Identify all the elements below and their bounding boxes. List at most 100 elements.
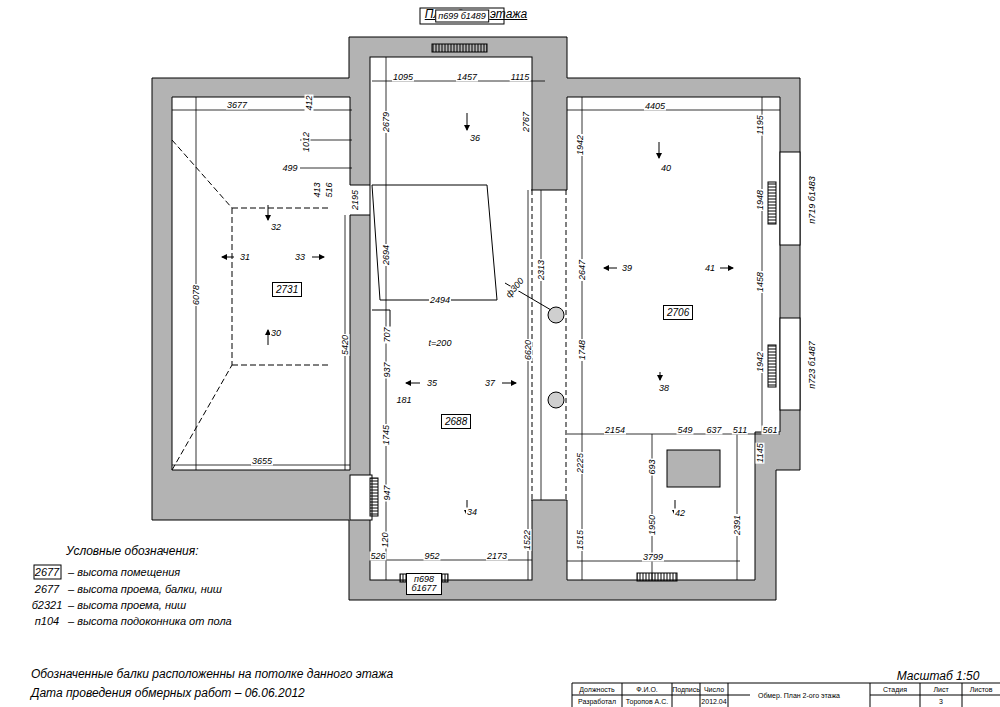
room-height: 2706 <box>667 307 689 318</box>
plan-line <box>870 695 1000 696</box>
room-height: 2731 <box>276 284 298 295</box>
dimension-text: 1458 <box>756 271 765 293</box>
label-text: 2173 <box>486 552 508 561</box>
label-text: 1457 <box>456 73 478 82</box>
dimension-text: 693 <box>648 458 657 475</box>
label-text: Лист <box>932 686 949 693</box>
plan-line <box>920 683 921 707</box>
plan-rect <box>370 478 378 516</box>
label-text: Обозначенные балки расположенны на потол… <box>30 668 394 680</box>
plan-line <box>622 683 623 707</box>
windows <box>370 8 776 582</box>
dimension-text: 707 <box>383 326 392 343</box>
dimension-text: п719 б1483 <box>808 175 817 225</box>
label-text: 1095 <box>392 73 414 82</box>
dimension-text: 2225 <box>576 452 585 474</box>
plan-line <box>572 683 573 707</box>
plan-line <box>604 268 617 269</box>
dimension-text: 1948 <box>756 189 765 211</box>
label-text: 2677 <box>34 567 60 578</box>
plan-line <box>300 168 352 169</box>
dimension-text: 120 <box>381 531 390 548</box>
stair-and-beams <box>372 185 564 408</box>
label-text: Подпись <box>671 686 701 693</box>
label-text: Разработал <box>577 698 617 705</box>
plan-rect <box>667 450 720 487</box>
label-text: Торопов А.С. <box>625 698 669 705</box>
dimension-text: 412 <box>305 94 314 111</box>
plan-line <box>659 142 660 158</box>
plan-rect <box>780 318 800 410</box>
plan-line <box>531 190 567 191</box>
label-text: 499 <box>281 164 298 173</box>
dimension-text: 1515 <box>576 529 585 551</box>
label-text: 561 <box>761 426 778 435</box>
dimension-text: 1745 <box>382 424 391 446</box>
plan-line <box>567 110 780 111</box>
label-text: 35 <box>426 379 438 388</box>
label-text: Ф.И.О. <box>635 686 659 693</box>
legend-text: – высота подоконника от пола <box>68 616 232 627</box>
dimension-text: 1748 <box>578 339 587 361</box>
label-text: 526 <box>369 552 386 561</box>
label-text: 34 <box>466 508 478 517</box>
label-text: 31 <box>239 253 251 262</box>
label-text: п104 <box>34 616 60 627</box>
plan-line <box>386 57 387 580</box>
dimension-text: 1950 <box>648 514 657 536</box>
plan-line <box>172 140 232 208</box>
plan-rect <box>768 182 776 224</box>
room-height-box: 2706 <box>663 305 693 320</box>
plan-polygon <box>152 37 800 600</box>
dimension-text: 1195 <box>756 114 765 135</box>
dimension-text: 6620 <box>524 339 533 361</box>
plan-circle <box>548 392 564 408</box>
label-text: Масштаб 1:50 <box>896 670 981 682</box>
dimension-text: 947 <box>383 484 392 501</box>
plan-line <box>572 695 750 696</box>
label-text: Стадия <box>882 686 908 693</box>
plan-polygon <box>372 185 497 300</box>
dimension-text: 2679 <box>382 111 391 133</box>
label-text: 3799 <box>642 553 664 562</box>
label-text: 38 <box>658 384 670 393</box>
plan-line <box>660 372 661 380</box>
label-text: 3677 <box>226 101 248 110</box>
label-text: Обмер. План 2-ого этажа <box>757 692 841 699</box>
dimension-text: 2694 <box>382 244 391 266</box>
plan-line <box>502 383 516 384</box>
label-text: 2154 <box>604 426 626 435</box>
plan-rect <box>768 345 776 387</box>
label-text: 181 <box>395 396 412 405</box>
label-text: 4405 <box>644 102 666 111</box>
label-text: 1115 <box>510 73 531 82</box>
dimension-text: 1942 <box>576 134 585 156</box>
plan-line <box>232 365 330 366</box>
plan-line <box>737 434 738 580</box>
label-text: 637 <box>705 426 722 435</box>
room-height-box: 2688 <box>441 414 471 429</box>
plan-rect <box>531 190 568 500</box>
dimension-text: 2767 <box>522 111 531 133</box>
label-text: 30 <box>270 329 282 338</box>
plan-rect <box>637 573 677 581</box>
label-text: 952 <box>423 552 440 561</box>
legend-text: – высота проема, балки, ниш <box>68 584 222 595</box>
label-text: 3 <box>938 698 944 705</box>
label-text: 37 <box>484 379 496 388</box>
plan-line <box>312 257 324 258</box>
dimension-text: 1012 <box>302 131 311 153</box>
dimension-text: 1942 <box>756 351 765 373</box>
label-text: п698 б1677 <box>406 573 442 595</box>
dimension-text: 2195 <box>351 189 360 211</box>
label-text: Должность <box>578 686 615 693</box>
view-arrows <box>222 113 733 515</box>
dimension-text: 413 <box>313 181 322 198</box>
plan-rect <box>432 44 487 52</box>
plan-rect <box>370 57 532 580</box>
plan-rect <box>34 565 61 579</box>
dimension-text: 1145 <box>756 442 765 463</box>
label-text: Число <box>703 686 725 693</box>
label-text: 549 <box>676 426 693 435</box>
dimension-text: 6078 <box>192 284 201 306</box>
